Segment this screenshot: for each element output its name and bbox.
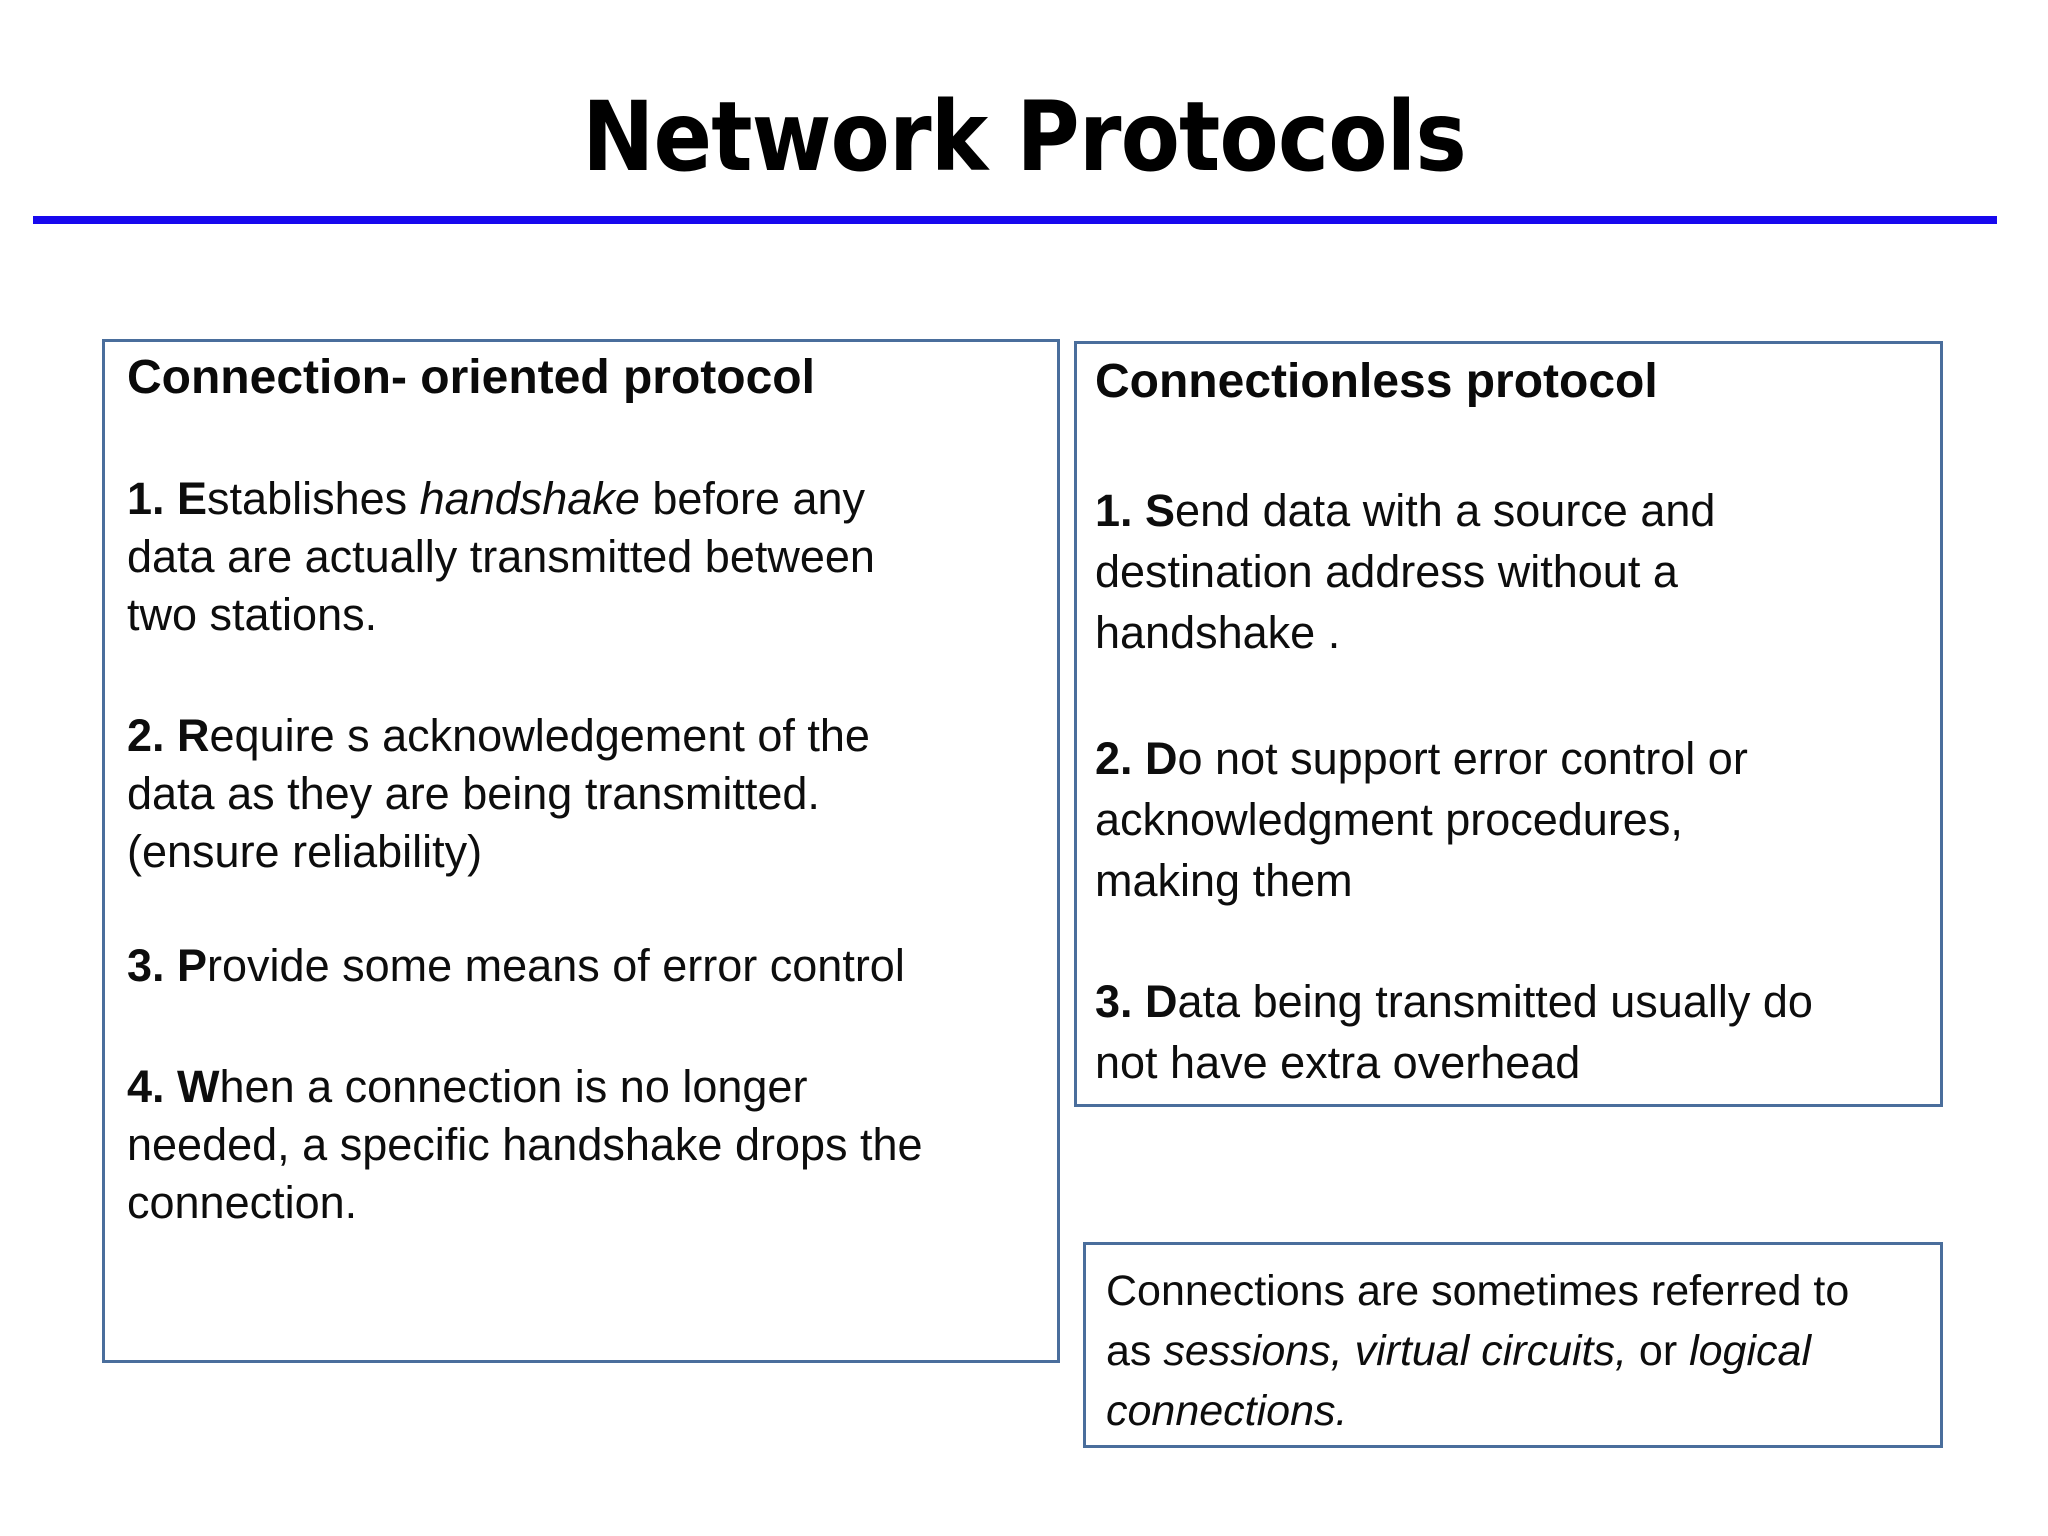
list-item-line: 4. When a connection is no longer (127, 1058, 1037, 1116)
connection-oriented-panel: Connection- oriented protocol 1. Establi… (102, 339, 1060, 1363)
item-number: 2. R (127, 710, 210, 761)
note-line: connections. (1106, 1387, 1348, 1435)
item-number: 3. P (127, 940, 208, 991)
list-item: 4. When a connection is no longer needed… (127, 1058, 1037, 1232)
item-text: hen a connection is no longer (219, 1061, 808, 1112)
note-line: as sessions, virtual circuits, or logica… (1106, 1321, 1922, 1381)
item-text: o not support error control or (1177, 733, 1748, 784)
list-item: 2. Do not support error control or ackno… (1095, 728, 1924, 911)
note-text-italic: sessions, virtual circuits, (1163, 1327, 1627, 1375)
note-panel: Connections are sometimes referred to as… (1083, 1242, 1943, 1448)
item-text: before any (639, 473, 866, 524)
note-text-italic: logical (1689, 1327, 1811, 1375)
item-text: ata being transmitted usually do (1177, 976, 1813, 1027)
list-item-line: 3. Data being transmitted usually do (1095, 971, 1924, 1032)
page-title: Network Protocols (582, 81, 1467, 193)
note-text: or (1626, 1327, 1690, 1375)
list-item-line: not have extra overhead (1095, 1037, 1581, 1088)
item-number: 1. S (1095, 485, 1176, 536)
list-item-line: needed, a specific handshake drops the (127, 1119, 923, 1170)
item-number: 2. D (1095, 733, 1178, 784)
note-line: Connections are sometimes referred to (1106, 1267, 1850, 1315)
list-item-line: connection. (127, 1177, 358, 1228)
list-item-line: two stations. (127, 589, 378, 640)
list-item-line: 2. Require s acknowledgement of the (127, 707, 1037, 765)
connectionless-panel: Connectionless protocol 1. Send data wit… (1074, 341, 1943, 1107)
list-item-line: data as they are being transmitted. (127, 768, 820, 819)
list-item: 3. Data being transmitted usually do not… (1095, 971, 1924, 1093)
list-item-line: destination address without a (1095, 546, 1678, 597)
note-text: as (1106, 1327, 1164, 1375)
list-item-line: acknowledgment procedures, (1095, 794, 1683, 845)
list-item: 1. Send data with a source and destinati… (1095, 480, 1924, 663)
item-number: 1. E (127, 473, 208, 524)
item-text: end data with a source and (1175, 485, 1716, 536)
title-underline (33, 216, 1997, 224)
item-text: stablishes (207, 473, 420, 524)
list-item-line: 1. Send data with a source and (1095, 480, 1924, 541)
connection-oriented-heading: Connection- oriented protocol (127, 351, 815, 404)
list-item-line: 3. Provide some means of error control (127, 937, 1037, 995)
list-item: 3. Provide some means of error control (127, 937, 1037, 995)
list-item-line: (ensure reliability) (127, 826, 483, 877)
item-number: 3. D (1095, 976, 1178, 1027)
list-item-line: data are actually transmitted between (127, 531, 875, 582)
item-text-italic: handshake (419, 473, 640, 524)
connectionless-heading: Connectionless protocol (1095, 355, 1658, 408)
item-number: 4. W (127, 1061, 220, 1112)
list-item-line: making them (1095, 855, 1353, 906)
list-item-line: handshake . (1095, 607, 1341, 658)
item-text: equire s acknowledgement of the (209, 710, 870, 761)
list-item-line: 2. Do not support error control or (1095, 728, 1924, 789)
list-item-line: 1. Establishes handshake before any (127, 470, 1037, 528)
item-text: rovide some means of error control (207, 940, 905, 991)
list-item: 2. Require s acknowledgement of the data… (127, 707, 1037, 881)
list-item: 1. Establishes handshake before any data… (127, 470, 1037, 644)
